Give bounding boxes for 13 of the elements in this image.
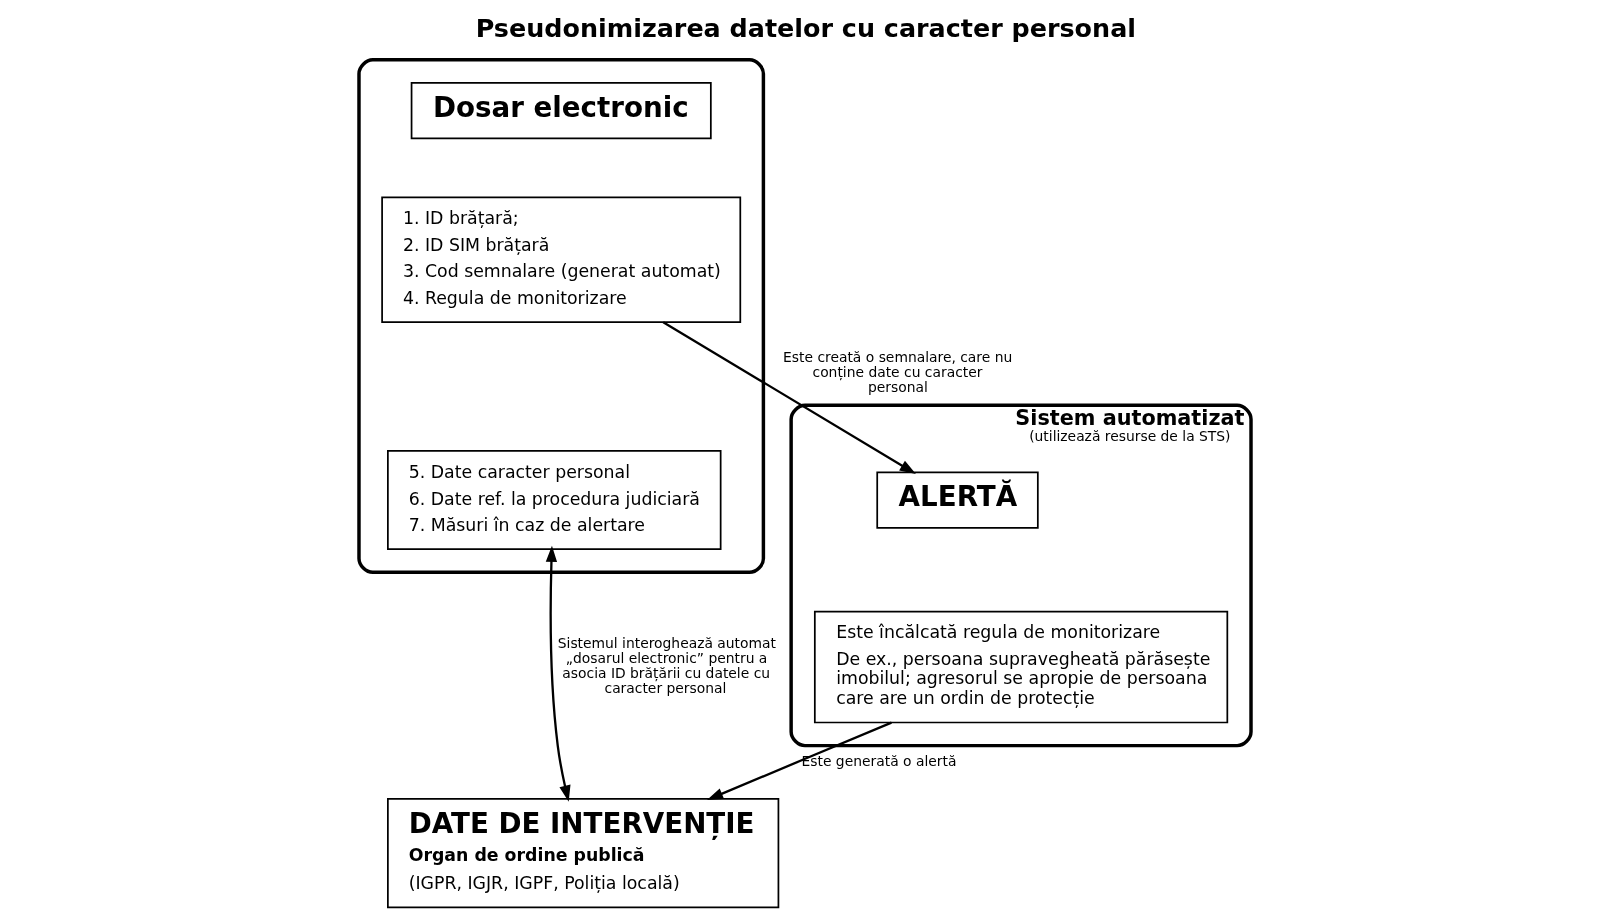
node-box: 5. Date caracter personal 6. Date ref. la procedura judiciară 7. Măsuri în caz de alertare [386,449,721,550]
edge-label: Este generată o alertă [801,752,956,769]
node-box: DATE DE INTERVENȚIE Organ de ordine publică (IGPR, IGJR, IGPF, Poliția locală) [386,797,779,908]
arrow [662,320,916,474]
arrow [545,545,570,802]
node-box: Este încălcată regula de monitorizare De ex., persoana supravegheată părăsește imobilul; agresorul se apropie de persoana care are un ordin de protecție [813,610,1228,723]
diagram-title: Pseudonimizarea datelor cu caracter personal [475,12,1136,43]
edge-label: Este creată o semnalare, care nu conține date cu caracter personal [782,348,1012,395]
cluster [356,57,765,574]
node-box: Dosar electronic [410,81,712,139]
node-box: ALERTĂ [875,470,1039,529]
edge-label: Sistemul interoghează automat „dosarul electronic” pentru a asocia ID brățării cu datele cu caracter personal [557,634,776,696]
node-box: 1. ID brățară; 2. ID SIM brățară 3. Cod semnalare (generat automat) 4. Regula de monitorizare [380,195,741,323]
